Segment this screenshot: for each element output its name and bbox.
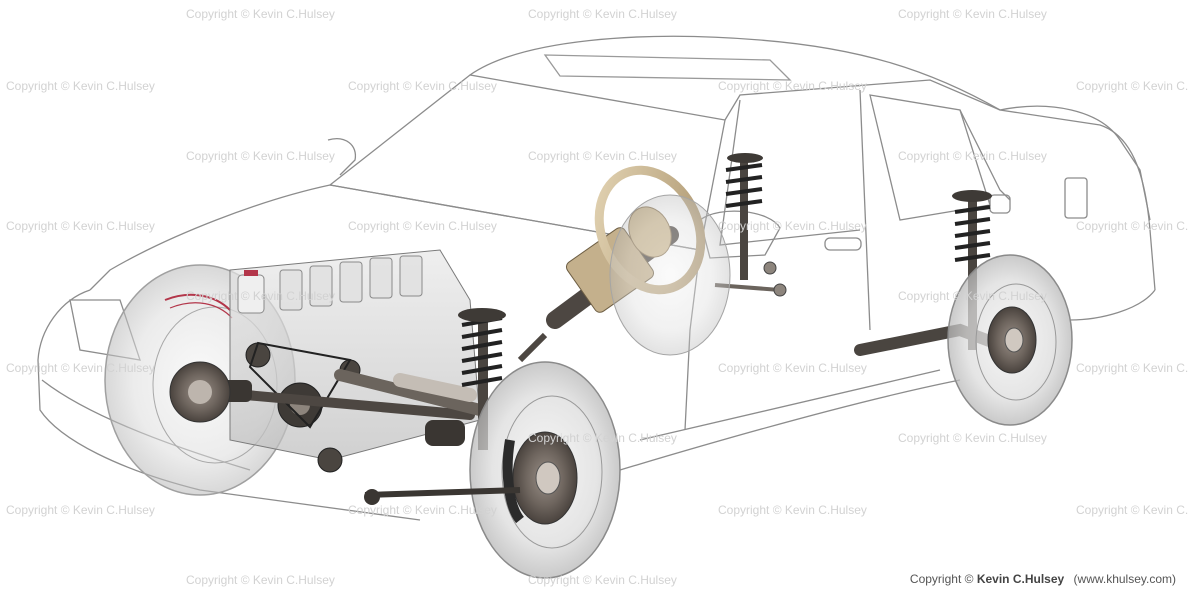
watermark-text: Copyright © Kevin C.Hulsey: [528, 573, 677, 587]
serpentine-belt: [248, 341, 352, 429]
watermark-text: Copyright © Kevin C.Hulsey: [186, 149, 335, 163]
lower-control-arm: [364, 487, 521, 498]
watermark-text: Copyright © Kevin C.Hulsey: [898, 431, 1047, 445]
watermark-text: Copyright © Kevin C.Hulsey: [718, 361, 867, 375]
watermark-text: Copyright © Kevin C.Hulsey: [348, 503, 497, 517]
front-drive-axle: [169, 361, 475, 446]
watermark-text: Copyright © Kevin C.Hulsey: [1076, 361, 1188, 375]
watermark-text: Copyright © Kevin C.Hulsey: [348, 79, 497, 93]
watermark-layer: Copyright © Kevin C.Hulsey Copyright © K…: [6, 7, 1188, 587]
steering-rack: [334, 369, 486, 416]
watermark-text: Copyright © Kevin C.Hulsey: [348, 219, 497, 233]
car-body: [37, 35, 1156, 521]
credit-owner: Kevin C.Hulsey: [976, 572, 1065, 586]
watermark-text: Copyright © Kevin C.Hulsey: [528, 431, 677, 445]
rear-right-wheel: [947, 254, 1073, 426]
brake-caliper-mark: [164, 293, 231, 311]
watermark-text: Copyright © Kevin C.Hulsey: [6, 361, 155, 375]
watermark-text: Copyright © Kevin C.Hulsey: [1076, 79, 1188, 93]
watermark-text: Copyright © Kevin C.Hulsey: [6, 219, 155, 233]
watermark-text: Copyright © Kevin C.Hulsey: [718, 79, 867, 93]
watermark-text: Copyright © Kevin C.Hulsey: [718, 503, 867, 517]
watermark-text: Copyright © Kevin C.Hulsey: [528, 149, 677, 163]
rear-left-wheel: [609, 194, 731, 356]
copyright-credit: Copyright © Kevin C.Hulsey (www.khulsey.…: [910, 572, 1176, 586]
watermark-text: Copyright © Kevin C.Hulsey: [898, 149, 1047, 163]
watermark-text: Copyright © Kevin C.Hulsey: [6, 79, 155, 93]
watermark-text: Copyright © Kevin C.Hulsey: [718, 219, 867, 233]
front-strut-assembly: [458, 308, 506, 450]
watermark-text: Copyright © Kevin C.Hulsey: [6, 503, 155, 517]
credit-prefix: Copyright ©: [909, 572, 974, 586]
watermark-text: Copyright © Kevin C.Hulsey: [186, 7, 335, 21]
watermark-text: Copyright © Kevin C.Hulsey: [1076, 219, 1188, 233]
watermark-text: Copyright © Kevin C.Hulsey: [1076, 503, 1188, 517]
watermark-text: Copyright © Kevin C.Hulsey: [898, 7, 1047, 21]
watermark-text: Copyright © Kevin C.Hulsey: [186, 289, 335, 303]
watermark-text: Copyright © Kevin C.Hulsey: [186, 573, 335, 587]
watermark-text: Copyright © Kevin C.Hulsey: [898, 289, 1047, 303]
watermark-text: Copyright © Kevin C.Hulsey: [528, 7, 677, 21]
rear-left-strut: [714, 153, 787, 297]
front-right-wheel: [364, 361, 621, 579]
credit-site: (www.khulsey.com): [1073, 572, 1176, 586]
